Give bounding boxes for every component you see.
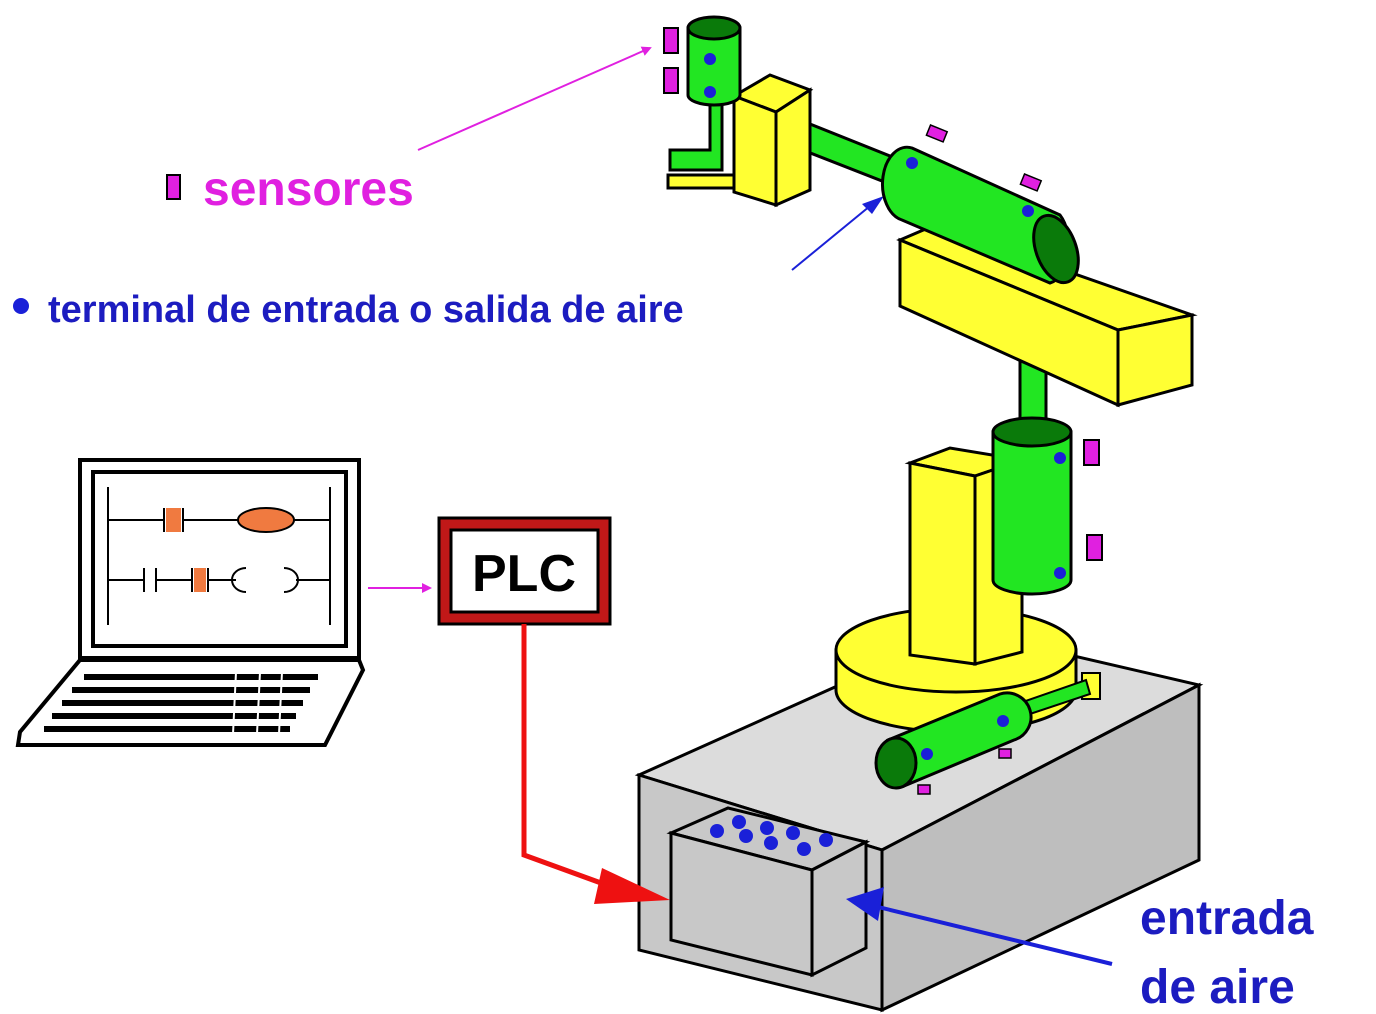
- arm-cylinder: [880, 124, 1080, 285]
- sensor-marker: [1086, 534, 1103, 561]
- ladder-diagram: [107, 487, 331, 625]
- valve-terminals: [710, 815, 833, 856]
- sensors-label: sensores: [203, 163, 414, 216]
- terminal-label: terminal de entrada o salida de aire: [48, 289, 684, 331]
- sensor-marker: [663, 27, 679, 54]
- laptop: [15, 458, 366, 747]
- gripper-cylinder: [663, 15, 742, 107]
- laptop-key-gaps: [232, 671, 283, 735]
- vertical-cylinder: [991, 416, 1103, 596]
- terminal-legend-icon: [13, 298, 29, 314]
- sensor-marker: [663, 67, 679, 94]
- sensor-legend-icon: [166, 174, 181, 200]
- air-inlet-label-line1: entrada: [1140, 892, 1314, 945]
- terminal-dot: [997, 715, 1009, 727]
- sensor-marker: [1019, 173, 1043, 192]
- sensor-marker: [998, 748, 1012, 759]
- terminal-dot: [704, 86, 716, 98]
- base-rotation-cylinder: [874, 672, 1101, 795]
- air-inlet-arrow: [846, 887, 1113, 966]
- gripper: [666, 73, 814, 208]
- air-inlet-label-line2: de aire: [1140, 961, 1295, 1014]
- legend: sensores terminal de entrada o salida de…: [13, 163, 684, 331]
- terminal-dot: [906, 157, 918, 169]
- base-cylinder-body: [886, 691, 1033, 788]
- valve-block: [666, 806, 871, 978]
- ladder-contact-1: [166, 508, 181, 532]
- base-cylinder-cap: [874, 736, 918, 790]
- terminal-dot: [704, 53, 716, 65]
- sensor-pointer-arrow: [417, 46, 652, 151]
- sensor-marker: [917, 784, 931, 795]
- terminal-dot: [1054, 567, 1066, 579]
- sensor-marker: [1083, 439, 1100, 466]
- gripper-finger: [668, 98, 724, 172]
- ladder-coil-1: [237, 507, 295, 533]
- laptop-keys: [44, 674, 318, 732]
- terminal-dot: [921, 748, 933, 760]
- terminal-dot: [1022, 205, 1034, 217]
- ladder-contact-2: [194, 568, 206, 592]
- sensor-marker: [925, 124, 949, 143]
- gripper-bracket: [666, 173, 740, 190]
- laptop-screen: [91, 470, 348, 648]
- terminal-dot: [1054, 452, 1066, 464]
- plc-box: PLC: [437, 516, 612, 626]
- plc-label: PLC: [472, 545, 576, 603]
- terminal-pointer-arrow: [791, 196, 884, 271]
- plc-to-valve-signal: [521, 624, 670, 904]
